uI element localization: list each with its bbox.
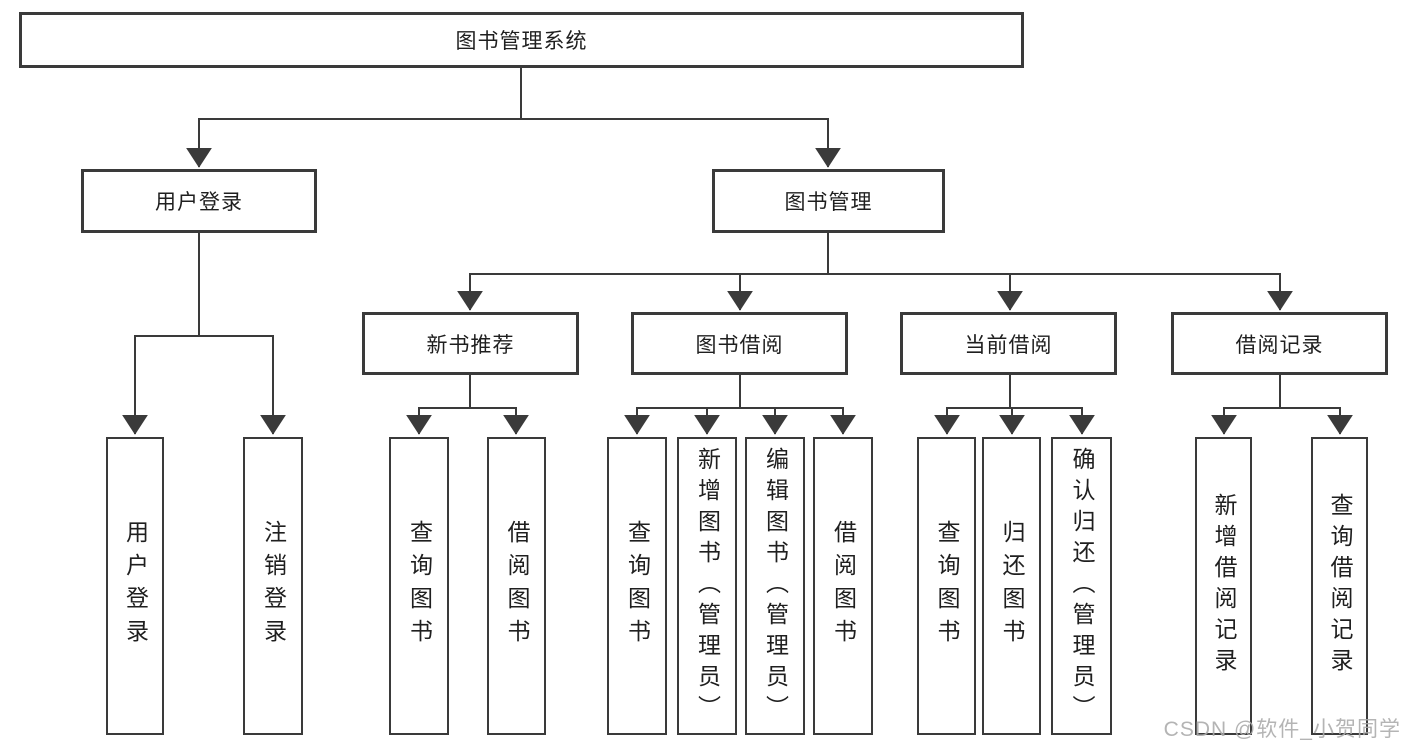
node-user-login: 用户登录 — [81, 169, 317, 233]
node-leaf-borrow-query-books: 查询图书 — [607, 437, 667, 735]
node-leaf-add-borrow-record-label: 新增借阅记录 — [1211, 493, 1237, 679]
node-new-book-recommend: 新书推荐 — [362, 312, 579, 375]
node-leaf-borrow-books-label: 借阅图书 — [830, 520, 857, 652]
node-leaf-edit-books-admin-label: 编辑图书（管理员） — [762, 446, 789, 726]
node-new-book-recommend-label: 新书推荐 — [426, 333, 515, 357]
node-leaf-user-login-label: 用户登录 — [122, 520, 149, 652]
node-leaf-borrow-books: 借阅图书 — [813, 437, 873, 735]
node-leaf-query-borrow-record-label: 查询借阅记录 — [1327, 493, 1353, 679]
node-leaf-add-books-admin-label: 新增图书（管理员） — [694, 446, 721, 726]
node-book-borrow-label: 图书借阅 — [695, 333, 784, 357]
connector-current-borrow — [934, 375, 1095, 435]
node-leaf-return-books-label: 归还图书 — [999, 520, 1025, 652]
node-leaf-user-login: 用户登录 — [106, 437, 164, 735]
node-leaf-recommend-borrow-books-label: 借阅图书 — [504, 520, 530, 652]
node-leaf-recommend-query-books-label: 查询图书 — [406, 520, 433, 652]
connector-borrow-records — [1211, 375, 1353, 435]
node-book-management: 图书管理 — [712, 169, 945, 233]
node-leaf-current-query-books-label: 查询图书 — [934, 520, 960, 652]
node-root: 图书管理系统 — [19, 12, 1024, 68]
node-leaf-return-books: 归还图书 — [982, 437, 1041, 735]
node-book-borrow: 图书借阅 — [631, 312, 848, 375]
connector-book-management — [457, 233, 1293, 311]
node-borrow-records-label: 借阅记录 — [1235, 333, 1324, 357]
node-leaf-confirm-return-admin: 确认归还（管理员） — [1051, 437, 1112, 735]
node-user-login-label: 用户登录 — [155, 191, 243, 214]
node-current-borrow: 当前借阅 — [900, 312, 1117, 375]
node-leaf-add-borrow-record: 新增借阅记录 — [1195, 437, 1252, 735]
node-leaf-edit-books-admin: 编辑图书（管理员） — [745, 437, 805, 735]
node-leaf-add-books-admin: 新增图书（管理员） — [677, 437, 737, 735]
connector-new-book-recommend — [406, 375, 529, 435]
node-leaf-logout: 注销登录 — [243, 437, 303, 735]
connector-book-borrow — [624, 375, 856, 435]
node-book-management-label: 图书管理 — [784, 191, 873, 214]
node-leaf-query-borrow-record: 查询借阅记录 — [1311, 437, 1368, 735]
node-leaf-borrow-query-books-label: 查询图书 — [624, 520, 651, 652]
node-leaf-recommend-borrow-books: 借阅图书 — [487, 437, 546, 735]
node-root-label: 图书管理系统 — [455, 30, 588, 53]
node-leaf-confirm-return-admin-label: 确认归还（管理员） — [1069, 446, 1095, 726]
node-current-borrow-label: 当前借阅 — [964, 333, 1053, 357]
connector-user-login — [122, 233, 286, 435]
connector-root — [186, 68, 841, 168]
node-leaf-logout-label: 注销登录 — [260, 520, 287, 652]
node-borrow-records: 借阅记录 — [1171, 312, 1388, 375]
node-leaf-recommend-query-books: 查询图书 — [389, 437, 449, 735]
node-leaf-current-query-books: 查询图书 — [917, 437, 976, 735]
